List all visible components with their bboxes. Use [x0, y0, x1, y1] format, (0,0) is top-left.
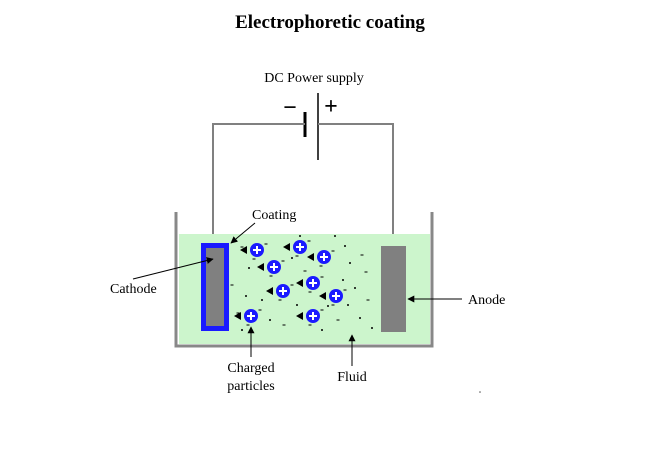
- fluid-ion: [349, 262, 351, 264]
- coating-arrow: [230, 222, 256, 244]
- fluid-ions: [230, 235, 373, 331]
- charged-particle-icon: [240, 243, 268, 260]
- fluid-label: Fluid: [337, 370, 367, 385]
- charged-particles-label-line1: Charged: [227, 361, 274, 376]
- fluid-ion: [371, 327, 373, 329]
- fluid-ion: [321, 329, 323, 331]
- charged-particle-icon: [234, 309, 262, 326]
- fluid-ion: [299, 235, 301, 237]
- plus-sign: +: [324, 94, 338, 120]
- anode-wire: [318, 123, 394, 246]
- fluid-ion: [261, 299, 263, 301]
- cathode-arrow: [132, 257, 214, 280]
- charged-particle-icon: [257, 260, 285, 277]
- cathode-wire: [212, 123, 305, 243]
- charged-particle-icon: [283, 240, 311, 257]
- cathode-electrode: [206, 248, 224, 326]
- anode-electrode: [381, 246, 406, 332]
- fluid-ion: [359, 317, 361, 319]
- fluid-ion: [327, 305, 329, 307]
- anode-label: Anode: [468, 293, 505, 308]
- tank: [174, 212, 434, 348]
- charged-particle-icon: [296, 309, 324, 326]
- diagram-title: Electrophoretic coating: [235, 12, 425, 33]
- fluid-ion: [296, 304, 298, 306]
- charged-particles-label-line2: particles: [227, 379, 274, 394]
- charged-particle-icon: [296, 276, 324, 293]
- fluid-ion: [334, 235, 336, 237]
- stray-dot: [479, 391, 481, 393]
- charged-particle-icon: [319, 289, 347, 306]
- charged-particle-icon: [266, 284, 294, 301]
- fluid-ion: [269, 319, 271, 321]
- fluid-ion: [245, 295, 247, 297]
- coating-label: Coating: [252, 208, 296, 223]
- fluid-ion: [354, 287, 356, 289]
- minus-sign: −: [283, 95, 297, 121]
- charged-particles: [234, 240, 347, 326]
- fluid-ion: [347, 304, 349, 306]
- fluid-ion: [248, 267, 250, 269]
- fluid-ion: [342, 279, 344, 281]
- fluid-ion: [344, 245, 346, 247]
- battery-icon: [303, 93, 319, 160]
- fluid-ion: [291, 257, 293, 259]
- power-supply-label: DC Power supply: [264, 71, 364, 86]
- fluid-ion: [241, 329, 243, 331]
- cathode-label: Cathode: [110, 282, 157, 297]
- charged-particle-icon: [307, 250, 335, 267]
